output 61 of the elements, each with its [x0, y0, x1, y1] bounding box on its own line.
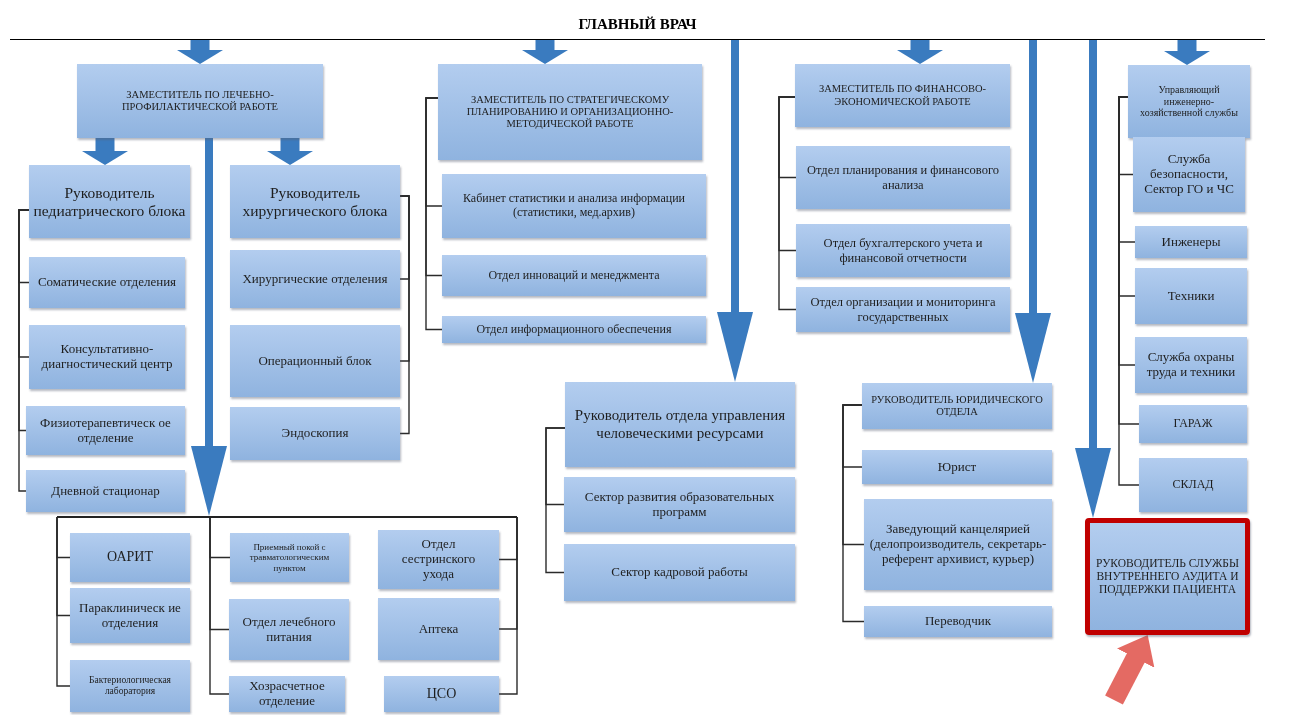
org-box: СКЛАД: [1139, 458, 1247, 512]
org-box: ГАРАЖ: [1139, 405, 1247, 443]
org-box: Отдел инноваций и менеджмента: [442, 255, 706, 296]
org-box: Отдел лечебного питания: [229, 599, 349, 660]
org-box: Параклиническ ие отделения: [70, 588, 190, 643]
block-arrow: [82, 138, 128, 165]
org-box: Руководитель отдела управления человеческими ресурсами: [565, 382, 795, 467]
org-box: Физиотерапевтическ ое отделение: [26, 406, 185, 455]
connector-line: [425, 97, 443, 331]
connector-line: [842, 404, 865, 623]
org-box: Консультативно-диагностический центр: [29, 325, 185, 389]
block-arrow: [522, 40, 568, 64]
org-box: Соматические отделения: [29, 257, 185, 308]
org-box: Отдел сестринского ухода: [378, 530, 499, 589]
org-box: Отдел информационного обеспечения: [442, 316, 706, 343]
org-box: Управляющий инженерно-хозяйственной службы: [1128, 65, 1250, 138]
connector-line: [1118, 96, 1140, 486]
org-box: Отдел планирования и финансового анализа: [796, 146, 1010, 209]
pointer-arrow: [1105, 635, 1155, 705]
org-box: Кабинет статистики и анализа информации (статистики, мед.архив): [442, 174, 706, 238]
org-box: ЗАМЕСТИТЕЛЬ ПО СТРАТЕГИЧЕСКОМУ ПЛАНИРОВАНИЮ И ОРГАНИЗАЦИОННО-МЕТОДИЧЕСКОЙ РАБОТЕ: [438, 64, 702, 160]
block-arrow: [1164, 40, 1210, 65]
title-band: ГЛАВНЫЙ ВРАЧ: [10, 10, 1265, 40]
org-box: Руководитель хирургического блока: [230, 165, 400, 238]
org-box: Приемный покой с травматологическим пунктом: [230, 533, 349, 582]
org-box: Юрист: [862, 450, 1052, 484]
org-box: Служба безопасности, Сектор ГО и ЧС: [1133, 137, 1245, 212]
org-box: Бактериологическая лаборатория: [70, 660, 190, 712]
org-box: Переводчик: [864, 606, 1052, 637]
org-box: РУКОВОДИТЕЛЬ ЮРИДИЧЕСКОГО ОТДЕЛА: [862, 383, 1052, 429]
org-box: Сектор кадровой работы: [564, 544, 795, 601]
org-box: Дневной стационар: [26, 470, 185, 512]
org-box: Техники: [1135, 268, 1247, 324]
org-box: ЗАМЕСТИТЕЛЬ ПО ФИНАНСОВО-ЭКОНОМИЧЕСКОЙ РАБОТЕ: [795, 64, 1010, 127]
org-box: ЦСО: [384, 676, 499, 712]
block-arrow: [177, 40, 223, 64]
org-box: Эндоскопия: [230, 407, 400, 460]
connector-line: [498, 516, 518, 695]
block-arrow: [191, 138, 227, 516]
block-arrow: [897, 40, 943, 64]
org-box: ЗАМЕСТИТЕЛЬ ПО ЛЕЧЕБНО-ПРОФИЛАКТИЧЕСКОЙ РАБОТЕ: [77, 64, 323, 138]
org-box: Аптека: [378, 598, 499, 660]
org-box: Операционный блок: [230, 325, 400, 397]
connector-line: [209, 516, 230, 695]
bus-line: [57, 516, 517, 518]
org-box: Отдел бухгалтерского учета и финансовой отчетности: [796, 224, 1010, 277]
org-box: Заведующий канцелярией (делопроизводитель, секретарь-референт архивист, курьер): [864, 499, 1052, 590]
highlighted-box: РУКОВОДИТЕЛЬ СЛУЖБЫ ВНУТРЕННЕГО АУДИТА И ПОДДЕРЖКИ ПАЦИЕНТА: [1085, 518, 1250, 635]
org-box: Хирургические отделения: [230, 250, 400, 308]
connector-line: [778, 96, 797, 311]
org-box: ОАРИТ: [70, 533, 190, 582]
connector-line: [399, 195, 410, 435]
connector-line: [56, 516, 71, 687]
org-box: Служба охраны труда и техники: [1135, 337, 1247, 393]
connector-line: [545, 427, 566, 574]
org-box: Отдел организации и мониторинга государственных: [796, 287, 1010, 332]
block-arrow: [267, 138, 313, 165]
org-box: Хозрасчетное отделение: [229, 676, 345, 712]
org-box: Руководитель педиатрического блока: [29, 165, 190, 238]
org-box: Сектор развития образовательных программ: [564, 477, 795, 532]
org-box: Инженеры: [1135, 226, 1247, 258]
